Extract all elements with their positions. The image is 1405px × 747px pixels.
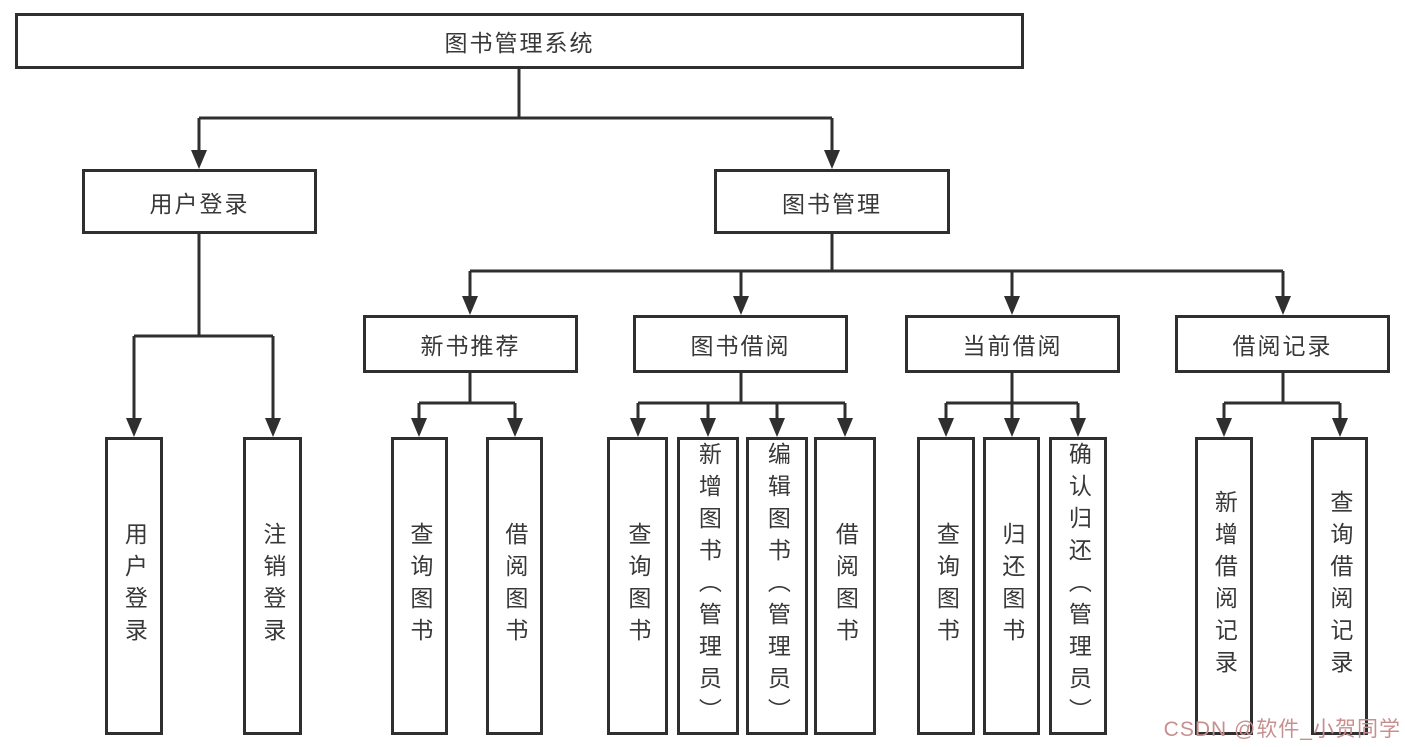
leaf-user-login: 用户登录: [105, 437, 163, 735]
node-label: 查询图书: [624, 522, 651, 650]
leaf-query-books-recommendation: 查询图书: [391, 437, 448, 735]
node-label: 新书推荐: [420, 333, 521, 359]
connector-lines: [132, 69, 1342, 418]
node-label: 借阅图书: [501, 522, 528, 650]
leaf-edit-book-admin: 编辑图书（管理员）: [746, 437, 808, 735]
leaf-borrow-books-borrowing: 借阅图书: [814, 437, 876, 735]
leaf-query-books-borrowing: 查询图书: [607, 437, 668, 735]
node-user-login: 用户登录: [82, 169, 317, 234]
leaf-confirm-return-admin: 确认归还（管理员）: [1049, 437, 1107, 735]
node-label: 图书管理: [782, 190, 882, 217]
leaf-return-books: 归还图书: [983, 437, 1040, 735]
csdn-watermark: CSDN @软件_小贺同学: [1163, 718, 1401, 741]
leaf-query-borrow-record: 查询借阅记录: [1311, 437, 1368, 735]
node-label: 新增图书（管理员）: [695, 442, 722, 730]
node-label: 注销登录: [259, 522, 286, 650]
leaf-logout: 注销登录: [243, 437, 302, 735]
node-label: 图书管理系统: [444, 30, 595, 56]
node-label: 当前借阅: [962, 333, 1063, 359]
node-library-system: 图书管理系统: [15, 13, 1024, 69]
node-label: 编辑图书（管理员）: [764, 442, 791, 730]
node-book-borrowing: 图书借阅: [633, 315, 848, 373]
node-book-management: 图书管理: [714, 169, 950, 234]
node-label: 查询借阅记录: [1326, 490, 1353, 682]
node-label: 新增借阅记录: [1211, 490, 1238, 682]
node-label: 查询图书: [933, 522, 960, 650]
node-label: 归还图书: [998, 522, 1025, 650]
leaf-query-books-current: 查询图书: [917, 437, 975, 735]
node-current-borrowing: 当前借阅: [905, 315, 1120, 373]
leaf-add-book-admin: 新增图书（管理员）: [677, 437, 739, 735]
node-label: 图书借阅: [690, 333, 791, 359]
node-label: 确认归还（管理员）: [1065, 442, 1092, 730]
node-label: 用户登录: [149, 190, 250, 217]
node-borrowing-records: 借阅记录: [1175, 315, 1390, 373]
node-new-book-recommendation: 新书推荐: [363, 315, 578, 373]
leaf-add-borrow-record: 新增借阅记录: [1195, 437, 1253, 735]
arrowheads: [126, 150, 1348, 437]
leaf-borrow-books-recommendation: 借阅图书: [486, 437, 543, 735]
node-label: 借阅记录: [1232, 333, 1333, 359]
node-label: 借阅图书: [832, 522, 859, 650]
node-label: 查询图书: [406, 522, 433, 650]
node-label: 用户登录: [121, 522, 148, 650]
